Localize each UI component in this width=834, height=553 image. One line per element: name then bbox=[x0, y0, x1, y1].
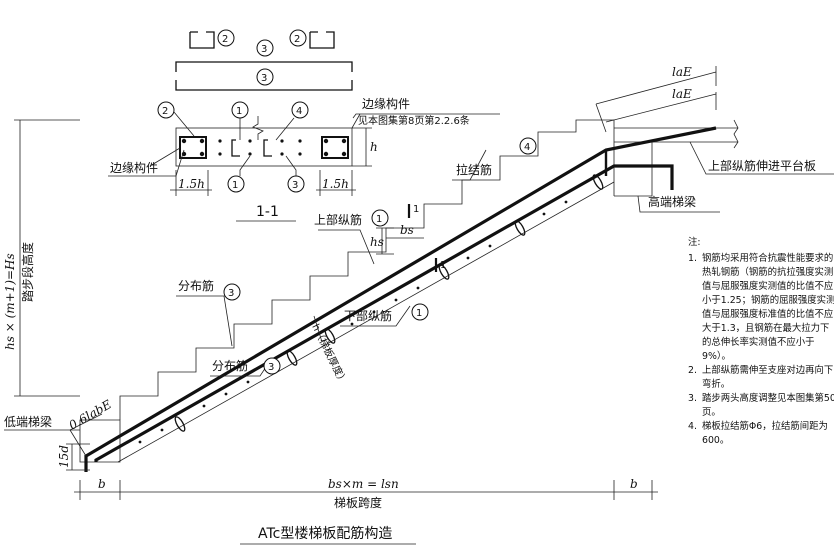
upper-long-bar bbox=[84, 126, 717, 472]
distribution-bar-1-label: 分布筋 bbox=[178, 278, 214, 293]
stair-elevation: 1 1 hs bs h（梯板厚度） 0.6labE 15d bbox=[57, 119, 739, 472]
lower-long-bar bbox=[94, 164, 674, 462]
edge-member-left-label: 边缘构件 bbox=[110, 160, 158, 175]
edge-member-left-underline bbox=[108, 149, 185, 177]
span-formula: bs×m = lsn bbox=[328, 477, 399, 491]
cut-mark-lines bbox=[407, 204, 438, 272]
lae-2-label: laE bbox=[672, 87, 692, 101]
svg-text:3: 3 bbox=[261, 44, 267, 55]
anchor-0-6lab-label: 0.6labE bbox=[67, 397, 114, 433]
svg-text:3: 3 bbox=[228, 288, 234, 299]
elevation-labels: 拉结筋 4 上部纵筋 1 分布筋 3 分布筋 3 下部纵筋 1 高端梯梁 低端梯… bbox=[4, 65, 834, 431]
dim-h-section-line bbox=[352, 127, 372, 167]
note-item: 2. 上部纵筋需伸至支座对边再向下弯折。 bbox=[688, 365, 834, 390]
dim-1-5h-left: 1.5h bbox=[178, 177, 205, 191]
b-left-label: b bbox=[98, 477, 106, 491]
height-dimension: hs × (m+1)=Hs 踏步段高度 bbox=[3, 119, 80, 397]
slab-bottom-line bbox=[117, 181, 615, 463]
svg-text:3: 3 bbox=[292, 180, 298, 191]
distribution-bar-section-bottom bbox=[175, 80, 353, 91]
svg-text:3: 3 bbox=[261, 73, 267, 84]
edge-member-box-left bbox=[179, 136, 207, 159]
stirrup-hook-left bbox=[189, 31, 215, 49]
low-end-beam-outline bbox=[79, 419, 121, 463]
high-end-beam-label: 高端梯梁 bbox=[648, 194, 696, 209]
svg-text:3: 3 bbox=[268, 362, 274, 373]
stirrup-hook-right bbox=[309, 31, 335, 49]
distribution-bar-section-top bbox=[175, 61, 353, 72]
hs-dim-line bbox=[376, 227, 394, 255]
slab-thickness-mark bbox=[313, 315, 323, 343]
tie-bars bbox=[174, 174, 604, 432]
dim-1-5h-right: 1.5h bbox=[322, 177, 349, 191]
height-label: 踏步段高度 bbox=[20, 242, 35, 302]
svg-text:2: 2 bbox=[294, 34, 300, 45]
lower-long-bar-label: 下部纵筋 bbox=[344, 308, 392, 323]
upper-bar-into-platform-label: 上部纵筋伸进平台板 bbox=[708, 158, 816, 173]
hook-15d-label: 15d bbox=[57, 445, 71, 468]
slab-section-outline bbox=[175, 127, 353, 167]
upper-long-bar-label: 上部纵筋 bbox=[314, 212, 362, 227]
note-item: 4. 梯板拉结筋Φ6，拉结筋间距为600。 bbox=[688, 421, 828, 446]
note-item: 1. 钢筋均采用符合抗震性能要求的热轧钢筋（钢筋的抗拉强度实测值与屈服强度实测值… bbox=[688, 253, 834, 362]
bs-label: bs bbox=[400, 223, 414, 237]
svg-text:2: 2 bbox=[162, 106, 168, 117]
svg-text:2: 2 bbox=[222, 34, 228, 45]
break-line-section bbox=[252, 116, 264, 140]
height-formula: hs × (m+1)=Hs bbox=[3, 253, 17, 350]
svg-text:1: 1 bbox=[416, 308, 422, 319]
section-bar-dots bbox=[181, 138, 347, 157]
section-callouts: 2 3 2 3 2 1 4 1 3 bbox=[157, 29, 309, 193]
notes-panel: 注: 1. 钢筋均采用符合抗震性能要求的热轧钢筋（钢筋的抗拉强度实测值与屈服强度… bbox=[688, 236, 834, 448]
inner-stirrup-1 bbox=[231, 139, 240, 157]
hs-label: hs bbox=[370, 235, 384, 249]
distribution-bar-2-label: 分布筋 bbox=[212, 358, 248, 373]
edge-member-ref-label: 见本图集第8页第2.2.6条 bbox=[358, 114, 470, 127]
leader-lines-section bbox=[149, 111, 500, 176]
edge-member-box-right bbox=[321, 136, 349, 159]
b-right-label: b bbox=[630, 477, 638, 491]
span-label: 梯板跨度 bbox=[334, 495, 382, 510]
svg-text:4: 4 bbox=[524, 142, 530, 153]
inner-stirrup-2 bbox=[263, 139, 272, 157]
svg-text:1: 1 bbox=[236, 106, 242, 117]
dim-h-section: h bbox=[370, 140, 378, 154]
platform-slab bbox=[613, 120, 738, 197]
svg-text:4: 4 bbox=[296, 106, 302, 117]
svg-text:1: 1 bbox=[376, 214, 382, 225]
section-label: 1-1 bbox=[256, 204, 279, 220]
distribution-bar-dots bbox=[138, 200, 568, 444]
span-dimension: b b bs×m = lsn 梯板跨度 ATc型楼梯板配筋构造 bbox=[74, 477, 658, 545]
note-item: 3. 踏步两头高度调整见本图集第50页。 bbox=[688, 393, 834, 418]
dim-1-5h-lines bbox=[170, 170, 356, 196]
section-1-1: h 1.5h 1.5h 边缘构件 见本图集第8页第2.2.6条 边缘构件 1-1 bbox=[108, 31, 500, 222]
tie-bar-label: 拉结筋 bbox=[456, 162, 492, 177]
stair-steps bbox=[119, 119, 614, 420]
lae-1-label: laE bbox=[672, 65, 692, 79]
hook-15d-dim bbox=[66, 443, 90, 471]
platform-break bbox=[733, 119, 739, 149]
svg-text:1: 1 bbox=[232, 180, 238, 191]
edge-member-top-label: 边缘构件 bbox=[362, 96, 410, 111]
notes-heading: 注: bbox=[688, 237, 701, 248]
cut-mark-1: 1 bbox=[413, 204, 419, 215]
low-end-beam-label: 低端梯梁 bbox=[4, 414, 52, 429]
anchor-dim-line bbox=[69, 413, 103, 457]
figure-title: ATc型楼梯板配筋构造 bbox=[258, 525, 392, 542]
cut-mark-2: 1 bbox=[440, 260, 446, 271]
